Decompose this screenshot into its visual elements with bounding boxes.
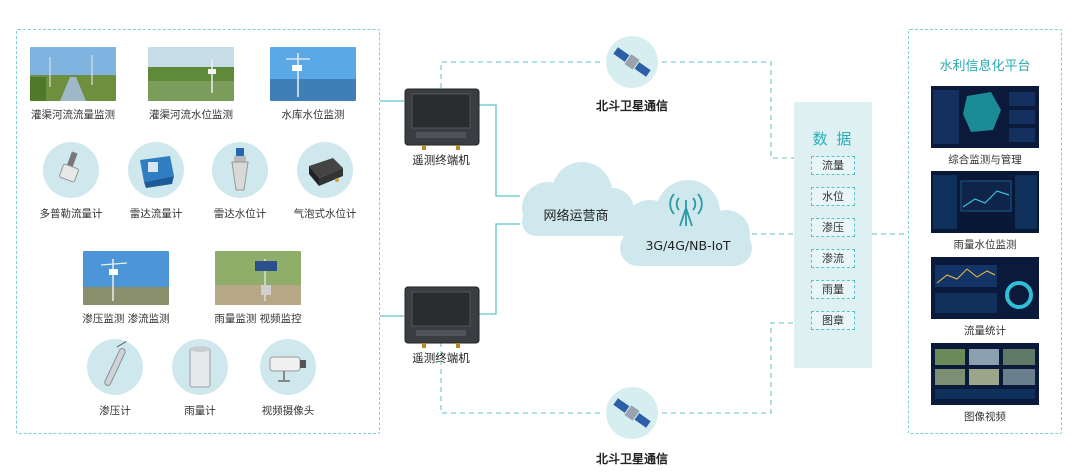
rain-gauge-label: 雨量计 xyxy=(184,405,216,417)
bubble-level-gauge-label: 气泡式水位计 xyxy=(293,208,357,220)
data-panel: 数 据 流量 水位 渗压 渗流 雨量 图章 xyxy=(794,102,872,368)
seepage-monitoring-photo xyxy=(83,251,169,305)
data-item-pressure: 渗压 xyxy=(811,218,855,237)
seepage-monitoring-label: 渗压监测 渗流监测 xyxy=(82,313,170,325)
irrigation-flow-label: 灌渠河流流量监测 xyxy=(31,109,115,121)
platform-panel xyxy=(908,29,1062,434)
network-operator-label: 网络运营商 xyxy=(543,209,609,224)
satellite-icon xyxy=(606,387,658,439)
screen-monitoring-label: 综合监测与管理 xyxy=(948,154,1022,166)
bubble-level-gauge-icon xyxy=(297,142,353,198)
piezometer-label: 渗压计 xyxy=(99,405,131,417)
dashboard-screen-flow-stats xyxy=(931,257,1039,319)
telemetry-terminal-bottom xyxy=(404,286,480,348)
rain-video-monitoring-label: 雨量监测 视频监控 xyxy=(214,313,302,325)
radar-level-gauge-label: 雷达水位计 xyxy=(213,208,267,220)
doppler-flowmeter-label: 多普勒流量计 xyxy=(39,208,103,220)
video-camera-label: 视频摄像头 xyxy=(261,405,315,417)
data-item-level: 水位 xyxy=(811,187,855,206)
data-item-seepage: 渗流 xyxy=(811,249,855,268)
network-clouds xyxy=(522,162,752,266)
irrigation-flow-photo xyxy=(30,47,116,101)
doppler-flowmeter-icon xyxy=(43,142,99,198)
radar-flowmeter-icon xyxy=(128,142,184,198)
signal-tower-icon xyxy=(669,193,703,227)
video-camera-icon xyxy=(260,339,316,395)
data-item-flow: 流量 xyxy=(811,156,855,175)
reservoir-level-photo xyxy=(270,47,356,101)
data-title: 数 据 xyxy=(812,130,854,148)
satellite-icon xyxy=(606,36,658,88)
satellite-top-label: 北斗卫星通信 xyxy=(595,99,669,113)
screen-rain-level-label: 雨量水位监测 xyxy=(953,239,1017,251)
telemetry-terminal-top xyxy=(404,88,480,150)
dashboard-screen-rain-level xyxy=(931,171,1039,233)
dashboard-screen-video xyxy=(931,343,1039,405)
data-item-rainfall: 雨量 xyxy=(811,280,855,299)
telemetry-terminal-bottom-label: 遥测终端机 xyxy=(412,351,470,365)
radar-level-gauge-icon xyxy=(212,142,268,198)
radar-flowmeter-label: 雷达流量计 xyxy=(129,208,183,220)
piezometer-icon xyxy=(87,339,143,395)
satellite-bottom-label: 北斗卫星通信 xyxy=(595,452,669,466)
rain-gauge-icon xyxy=(172,339,228,395)
irrigation-level-photo xyxy=(148,47,234,101)
monitoring-panel xyxy=(16,29,380,434)
irrigation-level-label: 灌渠河流水位监测 xyxy=(149,109,233,121)
data-item-image: 图章 xyxy=(811,311,855,330)
screen-video-label: 图像视频 xyxy=(964,411,1006,423)
dashboard-screen-monitoring xyxy=(931,86,1039,148)
reservoir-level-label: 水库水位监测 xyxy=(281,109,345,121)
platform-title: 水利信息化平台 xyxy=(939,59,1031,74)
screen-flow-stats-label: 流量统计 xyxy=(964,325,1006,337)
telemetry-terminal-top-label: 遥测终端机 xyxy=(412,153,470,167)
network-type-label: 3G/4G/NB-IoT xyxy=(645,238,731,253)
rain-video-monitoring-photo xyxy=(215,251,301,305)
